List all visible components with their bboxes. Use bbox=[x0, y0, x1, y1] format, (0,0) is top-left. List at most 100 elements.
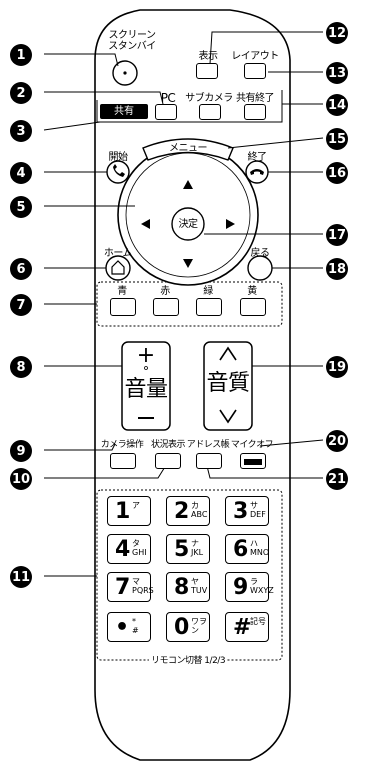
remote-switch-label: リモコン切替 1/2/3 bbox=[148, 656, 228, 667]
numkey-12[interactable]: #記号 bbox=[225, 612, 269, 642]
yellow-button[interactable] bbox=[240, 298, 266, 316]
end-label: 終了 bbox=[247, 152, 268, 163]
address-book-button[interactable] bbox=[196, 453, 222, 469]
callout-13: 13 bbox=[326, 62, 348, 84]
callout-20: 20 bbox=[326, 430, 348, 452]
volume-label: 音量 bbox=[124, 377, 168, 402]
sub-camera-button[interactable] bbox=[199, 104, 221, 120]
volume-plus-icon: + bbox=[137, 343, 155, 368]
numkey-digit: 7 bbox=[115, 575, 131, 600]
green-button[interactable] bbox=[196, 298, 222, 316]
green-label: 緑 bbox=[203, 286, 213, 297]
arrow-down-icon[interactable] bbox=[183, 259, 193, 268]
callout-9: 9 bbox=[10, 440, 32, 462]
numkey-kana: ハ MNO bbox=[250, 539, 270, 557]
layout-button[interactable] bbox=[244, 63, 266, 79]
home-label: ホーム bbox=[103, 248, 133, 259]
numpad-group bbox=[96, 489, 283, 661]
status-display-label: 状況表示 bbox=[150, 440, 186, 450]
callout-18: 18 bbox=[326, 258, 348, 280]
quality-rocker[interactable] bbox=[203, 341, 253, 431]
callout-5: 5 bbox=[10, 196, 32, 218]
screen-standby-label-1: スクリーン bbox=[108, 30, 157, 41]
leader-lines bbox=[43, 31, 324, 577]
numkey-kana: カ ABC bbox=[191, 501, 208, 519]
callout-19: 19 bbox=[326, 356, 348, 378]
callout-11: 11 bbox=[10, 566, 32, 588]
share-button[interactable]: 共有 bbox=[100, 104, 148, 119]
numkey-10[interactable]: •* # bbox=[107, 612, 151, 642]
start-call-button[interactable] bbox=[106, 160, 130, 184]
camera-op-button[interactable] bbox=[110, 453, 136, 469]
callout-21: 21 bbox=[326, 468, 348, 490]
callout-6: 6 bbox=[10, 258, 32, 280]
end-share-button[interactable] bbox=[244, 104, 266, 120]
blue-label: 青 bbox=[117, 286, 127, 297]
numkey-digit: 4 bbox=[115, 537, 131, 562]
numkey-kana: ア bbox=[132, 501, 140, 510]
layout-label: レイアウト bbox=[231, 51, 279, 62]
callout-7: 7 bbox=[10, 294, 32, 316]
mic-off-label: マイクオフ bbox=[230, 440, 274, 450]
callout-17: 17 bbox=[326, 224, 348, 246]
enter-button[interactable] bbox=[171, 207, 205, 241]
numkey-kana: サ DEF bbox=[250, 501, 266, 519]
end-call-button[interactable] bbox=[245, 160, 269, 184]
volume-dot-icon bbox=[144, 366, 148, 370]
camera-op-label: カメラ操作 bbox=[100, 440, 144, 450]
back-button[interactable] bbox=[247, 255, 273, 281]
numkey-kana: ヤ TUV bbox=[191, 577, 208, 595]
numkey-digit: 9 bbox=[233, 575, 249, 600]
numkey-digit: 2 bbox=[174, 499, 190, 524]
yellow-label: 黄 bbox=[247, 286, 257, 297]
pc-label: PC bbox=[160, 91, 176, 105]
callout-15: 15 bbox=[326, 128, 348, 150]
callout-14: 14 bbox=[326, 94, 348, 116]
callout-8: 8 bbox=[10, 356, 32, 378]
numkey-kana: ナ JKL bbox=[191, 539, 204, 557]
quality-label: 音質 bbox=[206, 371, 250, 396]
mic-off-bar-icon bbox=[244, 459, 262, 465]
numkey-digit: 5 bbox=[174, 537, 190, 562]
share-bracket bbox=[96, 90, 283, 123]
status-display-button[interactable] bbox=[155, 453, 181, 469]
phone-end-icon bbox=[250, 169, 264, 175]
address-book-label: アドレス帳 bbox=[186, 440, 230, 450]
numkey-digit: 6 bbox=[233, 537, 249, 562]
numkey-kana: ラ WXYZ bbox=[250, 577, 274, 595]
home-button[interactable] bbox=[105, 255, 131, 281]
menu-button[interactable] bbox=[142, 138, 234, 161]
start-label: 開始 bbox=[108, 152, 129, 163]
callout-4: 4 bbox=[10, 162, 32, 184]
arrow-right-icon[interactable] bbox=[226, 219, 235, 229]
numkey-kana: ワヲ ン bbox=[191, 617, 207, 635]
quality-down-icon bbox=[219, 409, 237, 424]
numkey-digit: • bbox=[115, 615, 130, 640]
numkey-kana: * # bbox=[132, 617, 139, 635]
arrow-left-icon[interactable] bbox=[141, 219, 150, 229]
end-share-label: 共有終了 bbox=[236, 93, 275, 104]
red-button[interactable] bbox=[153, 298, 179, 316]
pc-button[interactable] bbox=[155, 104, 177, 120]
blue-button[interactable] bbox=[110, 298, 136, 316]
arrow-up-icon[interactable] bbox=[183, 180, 193, 189]
display-button[interactable] bbox=[196, 63, 218, 79]
volume-rocker[interactable] bbox=[121, 341, 171, 431]
callout-3: 3 bbox=[10, 120, 32, 142]
callout-2: 2 bbox=[10, 82, 32, 104]
quality-up-icon bbox=[219, 346, 237, 361]
callout-10: 10 bbox=[10, 468, 32, 490]
screen-standby-label-2: スタンバイ bbox=[108, 41, 156, 52]
back-label: 戻る bbox=[250, 248, 271, 259]
